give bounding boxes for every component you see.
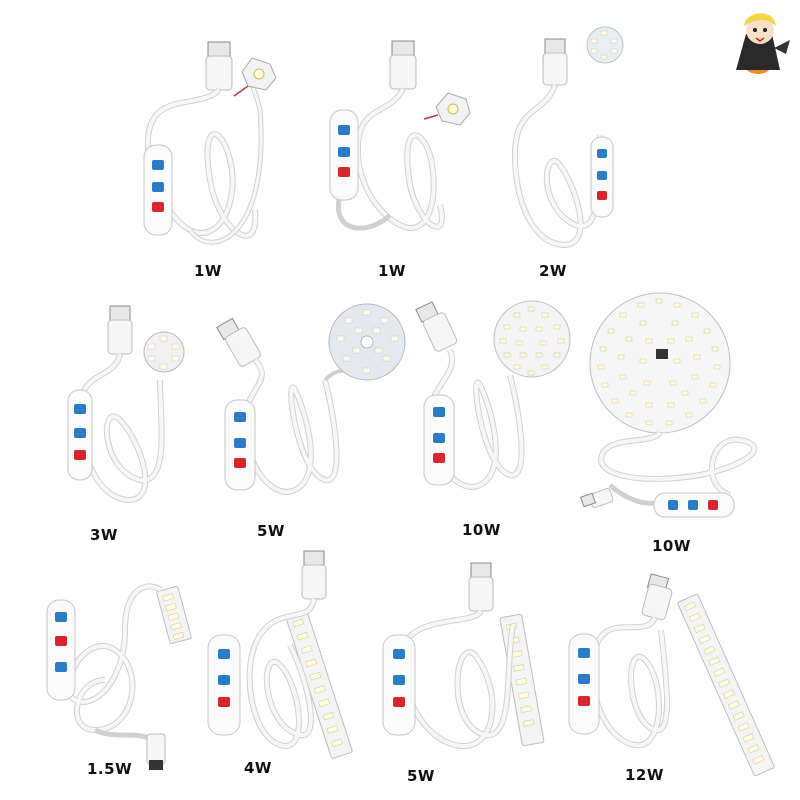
product-4: 3W [60,300,200,545]
product-11: 12W [565,570,790,790]
usb-led-cable-with-dimmer [329,40,471,231]
wattage-label: 10W [652,537,691,555]
wattage-label: 4W [244,759,272,777]
usb-led-cable-with-dimmer [67,305,185,504]
product-3: 2W [505,25,635,290]
wattage-label: 5W [407,767,435,785]
wattage-label: 2W [539,262,567,280]
wattage-label: 1.5W [87,760,133,778]
wattage-label: 3W [90,526,118,544]
usb-led-cable-with-dimmer [216,303,406,495]
wattage-label: 1W [378,262,406,280]
product-6: 10W [410,295,580,545]
vampire-mascot-icon [728,4,798,76]
usb-led-cable-with-dimmer [143,41,277,245]
usb-led-cable-with-dimmer [207,550,353,759]
wattage-label: 12W [625,766,664,784]
usb-led-cable-with-dimmer [568,573,775,777]
product-7: 10W [580,285,780,560]
product-8: 1.5W [35,570,205,785]
product-9: 4W [200,545,370,785]
usb-led-cable-with-dimmer [415,300,571,490]
wattage-label: 1W [194,262,222,280]
usb-led-cable-with-dimmer [580,292,757,518]
product-5: 5W [215,300,410,545]
wattage-label: 10W [462,521,501,539]
usb-led-cable-with-dimmer [46,583,192,770]
product-10: 5W [375,545,565,790]
usb-led-cable-with-dimmer [511,26,624,249]
usb-led-cable-with-dimmer [382,562,545,750]
wattage-label: 5W [257,522,285,540]
product-1: 1W [130,30,290,290]
product-2: 1W [320,35,480,290]
